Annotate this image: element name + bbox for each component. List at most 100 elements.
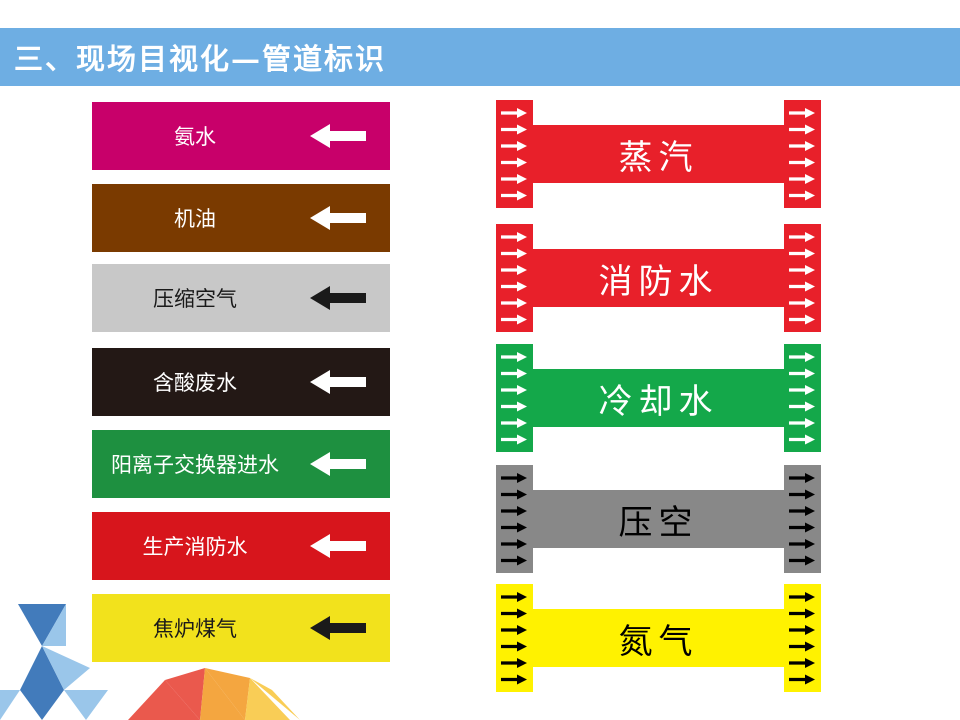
arrow-right-icon bbox=[789, 555, 815, 566]
pipe-label-text: 含酸废水 bbox=[153, 371, 237, 395]
arrow-right-icon bbox=[789, 658, 815, 668]
arrow-strip-right bbox=[784, 584, 821, 692]
arrow-right-icon bbox=[501, 401, 527, 412]
arrow-strip-left bbox=[496, 465, 533, 573]
arrow-left-icon bbox=[310, 452, 366, 476]
pipe-marker-band: 压空 bbox=[533, 490, 784, 548]
arrow-right-icon-strip bbox=[496, 224, 533, 332]
arrow-right-icon bbox=[789, 298, 815, 308]
arrow-right-icon bbox=[501, 314, 527, 325]
arrow-right-icon-strip bbox=[784, 465, 821, 573]
deco-triangle bbox=[0, 690, 20, 720]
arrow-right-icon bbox=[501, 555, 527, 566]
arrow-strip-right bbox=[784, 465, 821, 573]
arrow-right-icon-strip bbox=[784, 584, 821, 692]
arrow-right-icon bbox=[501, 625, 527, 635]
arrow-right-icon bbox=[501, 298, 527, 308]
pipe-label-text: 焦炉煤气 bbox=[153, 617, 237, 641]
deco-triangle bbox=[18, 604, 66, 646]
arrow-right-icon bbox=[789, 368, 815, 379]
arrow-strip-left bbox=[496, 100, 533, 208]
pipe-marker-text: 蒸汽 bbox=[618, 137, 699, 178]
arrow-right-icon-strip bbox=[496, 465, 533, 573]
pipe-label-engine-oil: 机油 bbox=[92, 184, 390, 252]
arrow-right-icon bbox=[789, 625, 815, 635]
arrow-right-icon bbox=[501, 108, 527, 118]
deco-triangle bbox=[128, 680, 200, 720]
arrow-strip-left bbox=[496, 584, 533, 692]
arrow-right-icon bbox=[501, 473, 527, 483]
arrow-right-icon bbox=[789, 232, 815, 242]
arrow-right-icon bbox=[789, 314, 815, 325]
arrow-right-icon-strip bbox=[496, 584, 533, 692]
page-title: 三、现场目视化—管道标识 bbox=[14, 42, 387, 76]
arrow-right-icon bbox=[501, 232, 527, 242]
arrow-right-icon bbox=[501, 592, 527, 602]
deco-triangle bbox=[165, 668, 205, 720]
arrow-strip-left bbox=[496, 344, 533, 452]
arrow-right-icon bbox=[789, 401, 815, 412]
pipe-marker-cooling-water: 冷却水 bbox=[496, 344, 821, 452]
arrow-left-icon bbox=[310, 616, 366, 640]
arrow-right-icon bbox=[501, 674, 527, 685]
arrow-left-icon bbox=[310, 286, 366, 310]
arrow-left-icon bbox=[310, 206, 366, 230]
arrow-strip-right bbox=[784, 344, 821, 452]
arrow-right-icon bbox=[789, 418, 815, 428]
pipe-marker-band: 氮气 bbox=[533, 609, 784, 667]
arrow-right-icon bbox=[501, 368, 527, 379]
arrow-right-icon bbox=[789, 522, 815, 533]
pipe-label-text: 生产消防水 bbox=[142, 535, 248, 559]
pipe-label-text: 压缩空气 bbox=[153, 287, 237, 311]
pipe-label-fire-water: 生产消防水 bbox=[92, 512, 390, 580]
pipe-label-cation-exchanger-inlet: 阳离子交换器进水 bbox=[92, 430, 390, 498]
title-bar: 三、现场目视化—管道标识 bbox=[0, 28, 960, 86]
arrow-right-icon bbox=[789, 385, 815, 395]
pipe-marker-text: 冷却水 bbox=[598, 381, 719, 422]
arrow-right-icon bbox=[789, 506, 815, 516]
pipe-marker-text: 氮气 bbox=[618, 621, 699, 662]
pipe-label-text: 氨水 bbox=[174, 125, 216, 149]
arrow-right-icon bbox=[789, 265, 815, 275]
arrow-right-icon-strip bbox=[784, 100, 821, 208]
arrow-left-icon bbox=[310, 534, 366, 558]
arrow-right-icon bbox=[501, 352, 527, 362]
arrow-right-icon bbox=[789, 124, 815, 135]
pipe-label-coke-oven-gas: 焦炉煤气 bbox=[92, 594, 390, 662]
arrow-right-icon bbox=[789, 608, 815, 619]
pipe-label-text: 阳离子交换器进水 bbox=[111, 453, 279, 477]
arrow-right-icon bbox=[789, 352, 815, 362]
pipe-marker-band: 消防水 bbox=[533, 249, 784, 307]
pipe-marker-steam: 蒸汽 bbox=[496, 100, 821, 208]
arrow-right-icon bbox=[789, 190, 815, 201]
arrow-right-icon bbox=[501, 174, 527, 184]
arrow-right-icon bbox=[501, 265, 527, 275]
deco-triangle bbox=[20, 690, 64, 720]
arrow-right-icon bbox=[789, 592, 815, 602]
arrow-right-icon bbox=[501, 539, 527, 549]
arrow-right-icon bbox=[789, 674, 815, 685]
arrow-right-icon bbox=[789, 141, 815, 151]
deco-triangle bbox=[200, 668, 245, 720]
pipe-label-ammonia: 氨水 bbox=[92, 102, 390, 170]
arrow-right-icon bbox=[501, 434, 527, 445]
arrow-right-icon-strip bbox=[496, 100, 533, 208]
pipe-marker-band: 蒸汽 bbox=[533, 125, 784, 183]
arrow-right-icon bbox=[501, 608, 527, 619]
arrow-right-icon bbox=[501, 190, 527, 201]
pipe-marker-fire-water: 消防水 bbox=[496, 224, 821, 332]
pipe-label-acid-wastewater: 含酸废水 bbox=[92, 348, 390, 416]
pipe-marker-text: 消防水 bbox=[598, 261, 719, 302]
arrow-right-icon bbox=[789, 248, 815, 259]
arrow-right-icon bbox=[789, 108, 815, 118]
arrow-right-icon bbox=[501, 248, 527, 259]
arrow-right-icon bbox=[789, 157, 815, 168]
deco-triangle bbox=[20, 646, 64, 690]
arrow-right-icon bbox=[501, 658, 527, 668]
arrow-right-icon bbox=[789, 434, 815, 445]
arrow-left-icon bbox=[310, 370, 366, 394]
deco-triangle bbox=[42, 646, 90, 690]
arrow-right-icon bbox=[789, 539, 815, 549]
arrow-strip-right bbox=[784, 100, 821, 208]
pipe-marker-band: 冷却水 bbox=[533, 369, 784, 427]
